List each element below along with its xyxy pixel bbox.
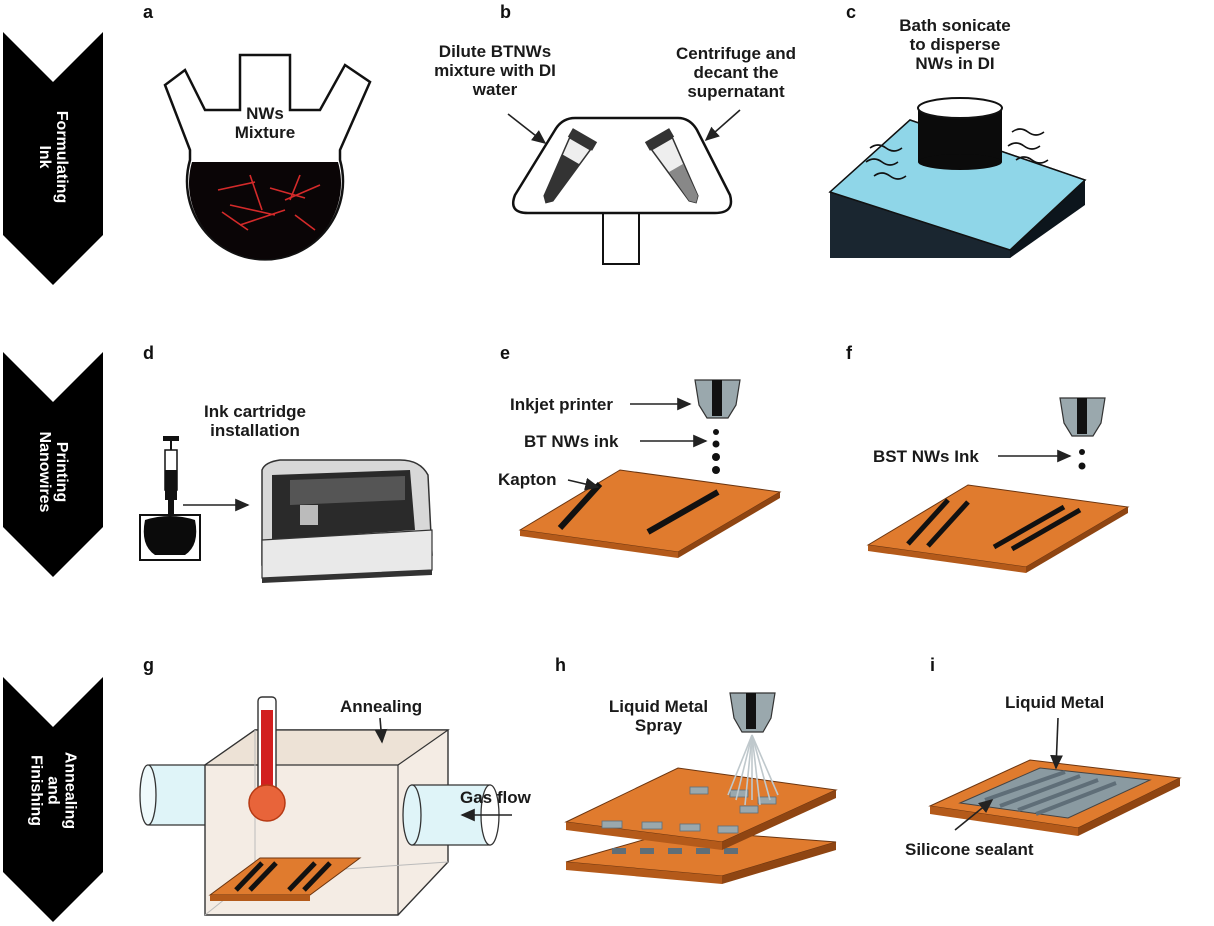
stage-chevron-3 [3, 677, 103, 922]
liquid-metal-spray-stack [564, 692, 838, 884]
kapton-substrate-e [518, 379, 782, 558]
label-bt-nws-ink: BT NWs ink [524, 432, 619, 451]
label-ink-cartridge: Ink cartridge installation [203, 402, 307, 440]
panel-letter-c: c [846, 2, 857, 22]
label-nws-mixture: NWs Mixture [234, 104, 296, 142]
label-kapton: Kapton [498, 470, 557, 489]
stage-chevron-2 [3, 352, 103, 577]
panel-letter-e: e [500, 343, 511, 363]
kapton-substrate-f [866, 397, 1130, 573]
annealing-chamber [139, 696, 512, 916]
sealed-device [928, 717, 1182, 836]
label-silicone-sealant: Silicone sealant [905, 840, 1034, 859]
round-bottom-flask [163, 53, 372, 261]
panel-letter-d: d [143, 343, 154, 363]
stage-label-1: Formulating Ink [36, 110, 70, 204]
panel-letter-a: a [143, 2, 154, 22]
panel-letter-f: f [846, 343, 852, 363]
sonication-bath [828, 97, 1087, 258]
stage-label-3: Annealing and Finishing [27, 751, 79, 830]
panel-letter-b: b [500, 2, 511, 22]
label-inkjet-printer: Inkjet printer [510, 395, 613, 414]
label-annealing: Annealing [340, 697, 423, 716]
label-liquid-metal-spray: Liquid Metal Spray [608, 697, 709, 735]
label-bst-nws-ink: BST NWs Ink [873, 447, 979, 466]
panel-letter-g: g [143, 655, 154, 675]
label-gas-flow: Gas flow [460, 788, 531, 807]
stage-label-2: Printing Nanowires [36, 431, 70, 513]
panel-letter-h: h [555, 655, 566, 675]
panel-letter-i: i [930, 655, 936, 675]
label-liquid-metal: Liquid Metal [1005, 693, 1105, 712]
label-dilute-btnws: Dilute BTNWs mixture with DI water [434, 42, 556, 99]
ink-cartridge-and-printer [139, 436, 433, 583]
label-centrifuge: Centrifuge and decant the supernatant [676, 44, 796, 101]
centrifuge [507, 109, 741, 265]
label-bath-sonicate: Bath sonicate to disperse NWs in DI [899, 16, 1011, 73]
stage-chevron-1 [3, 32, 103, 285]
